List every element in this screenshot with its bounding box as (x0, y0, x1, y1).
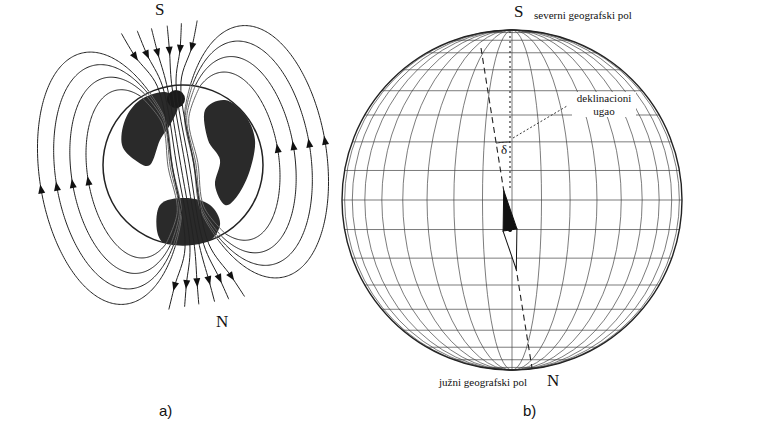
parallel (482, 367, 541, 368)
globe-grid (342, 30, 682, 370)
field-line (200, 72, 280, 240)
pole-label: N (547, 371, 559, 391)
parallel (365, 285, 659, 286)
field-arrowhead (172, 281, 179, 291)
parallel (345, 170, 680, 171)
pole-caption: severni geografski pol (534, 9, 632, 22)
field-arrowhead (291, 141, 298, 150)
field-line (167, 26, 214, 302)
field-arrowhead (86, 176, 93, 185)
continent (204, 100, 255, 205)
globe-figure (342, 30, 682, 370)
globe-outline (342, 30, 682, 370)
field-lines (37, 21, 328, 310)
field-line (181, 21, 245, 297)
parallel (454, 40, 570, 41)
field-arrowhead (130, 51, 138, 60)
needle-south-half (503, 229, 523, 271)
field-line (189, 86, 226, 233)
compass-needle (497, 189, 523, 270)
pole-caption: južni geografski pol (439, 376, 527, 389)
field-line (121, 34, 185, 310)
parallel (482, 32, 541, 33)
field-arrowhead (142, 49, 149, 59)
parallel (403, 69, 622, 70)
field-arrowhead (166, 46, 173, 55)
field-arrowhead (190, 42, 197, 52)
geographic-meridian-line (509, 31, 510, 188)
field-arrowhead (70, 179, 77, 188)
field-line (141, 96, 178, 243)
field-line (151, 28, 198, 304)
field-line (191, 26, 329, 278)
field-arrowhead (322, 136, 329, 145)
field-line (54, 65, 174, 289)
earth-field-figure (37, 21, 329, 310)
pole-label: S (155, 0, 164, 20)
parallel (427, 52, 597, 53)
field-line (176, 23, 229, 299)
needle-north-half (497, 189, 517, 231)
figure-label: a) (159, 402, 172, 419)
magnetic-meridian-line (481, 48, 532, 368)
field-arrowhead (183, 280, 190, 289)
field-arrowhead (306, 138, 313, 147)
field-line (192, 41, 312, 265)
angle-symbol: δ (500, 143, 508, 158)
field-arrowhead (215, 273, 222, 283)
figure-label: b) (523, 402, 536, 419)
field-line (37, 52, 175, 304)
parallel (382, 309, 642, 310)
parallel (454, 359, 570, 360)
field-arrowhead (204, 276, 211, 286)
field-arrowhead (38, 184, 45, 193)
field-line (187, 85, 222, 236)
pole-label: S (514, 2, 523, 22)
angle-caption: deklinacioni ugao (572, 92, 636, 117)
field-arrowhead (275, 144, 282, 153)
pole-label: N (216, 312, 228, 332)
parallel (342, 200, 682, 201)
parallel (403, 330, 622, 331)
field-arrowhead (177, 45, 184, 54)
field-arrowhead (193, 278, 200, 287)
leader-line (513, 106, 567, 138)
field-line (145, 94, 180, 245)
field-arrowhead (153, 48, 160, 58)
parallel (427, 347, 597, 348)
field-line (86, 90, 166, 258)
field-arrowhead (54, 182, 61, 191)
field-arrowhead (226, 271, 234, 280)
parallel (352, 141, 671, 142)
needle-pivot (508, 228, 513, 233)
